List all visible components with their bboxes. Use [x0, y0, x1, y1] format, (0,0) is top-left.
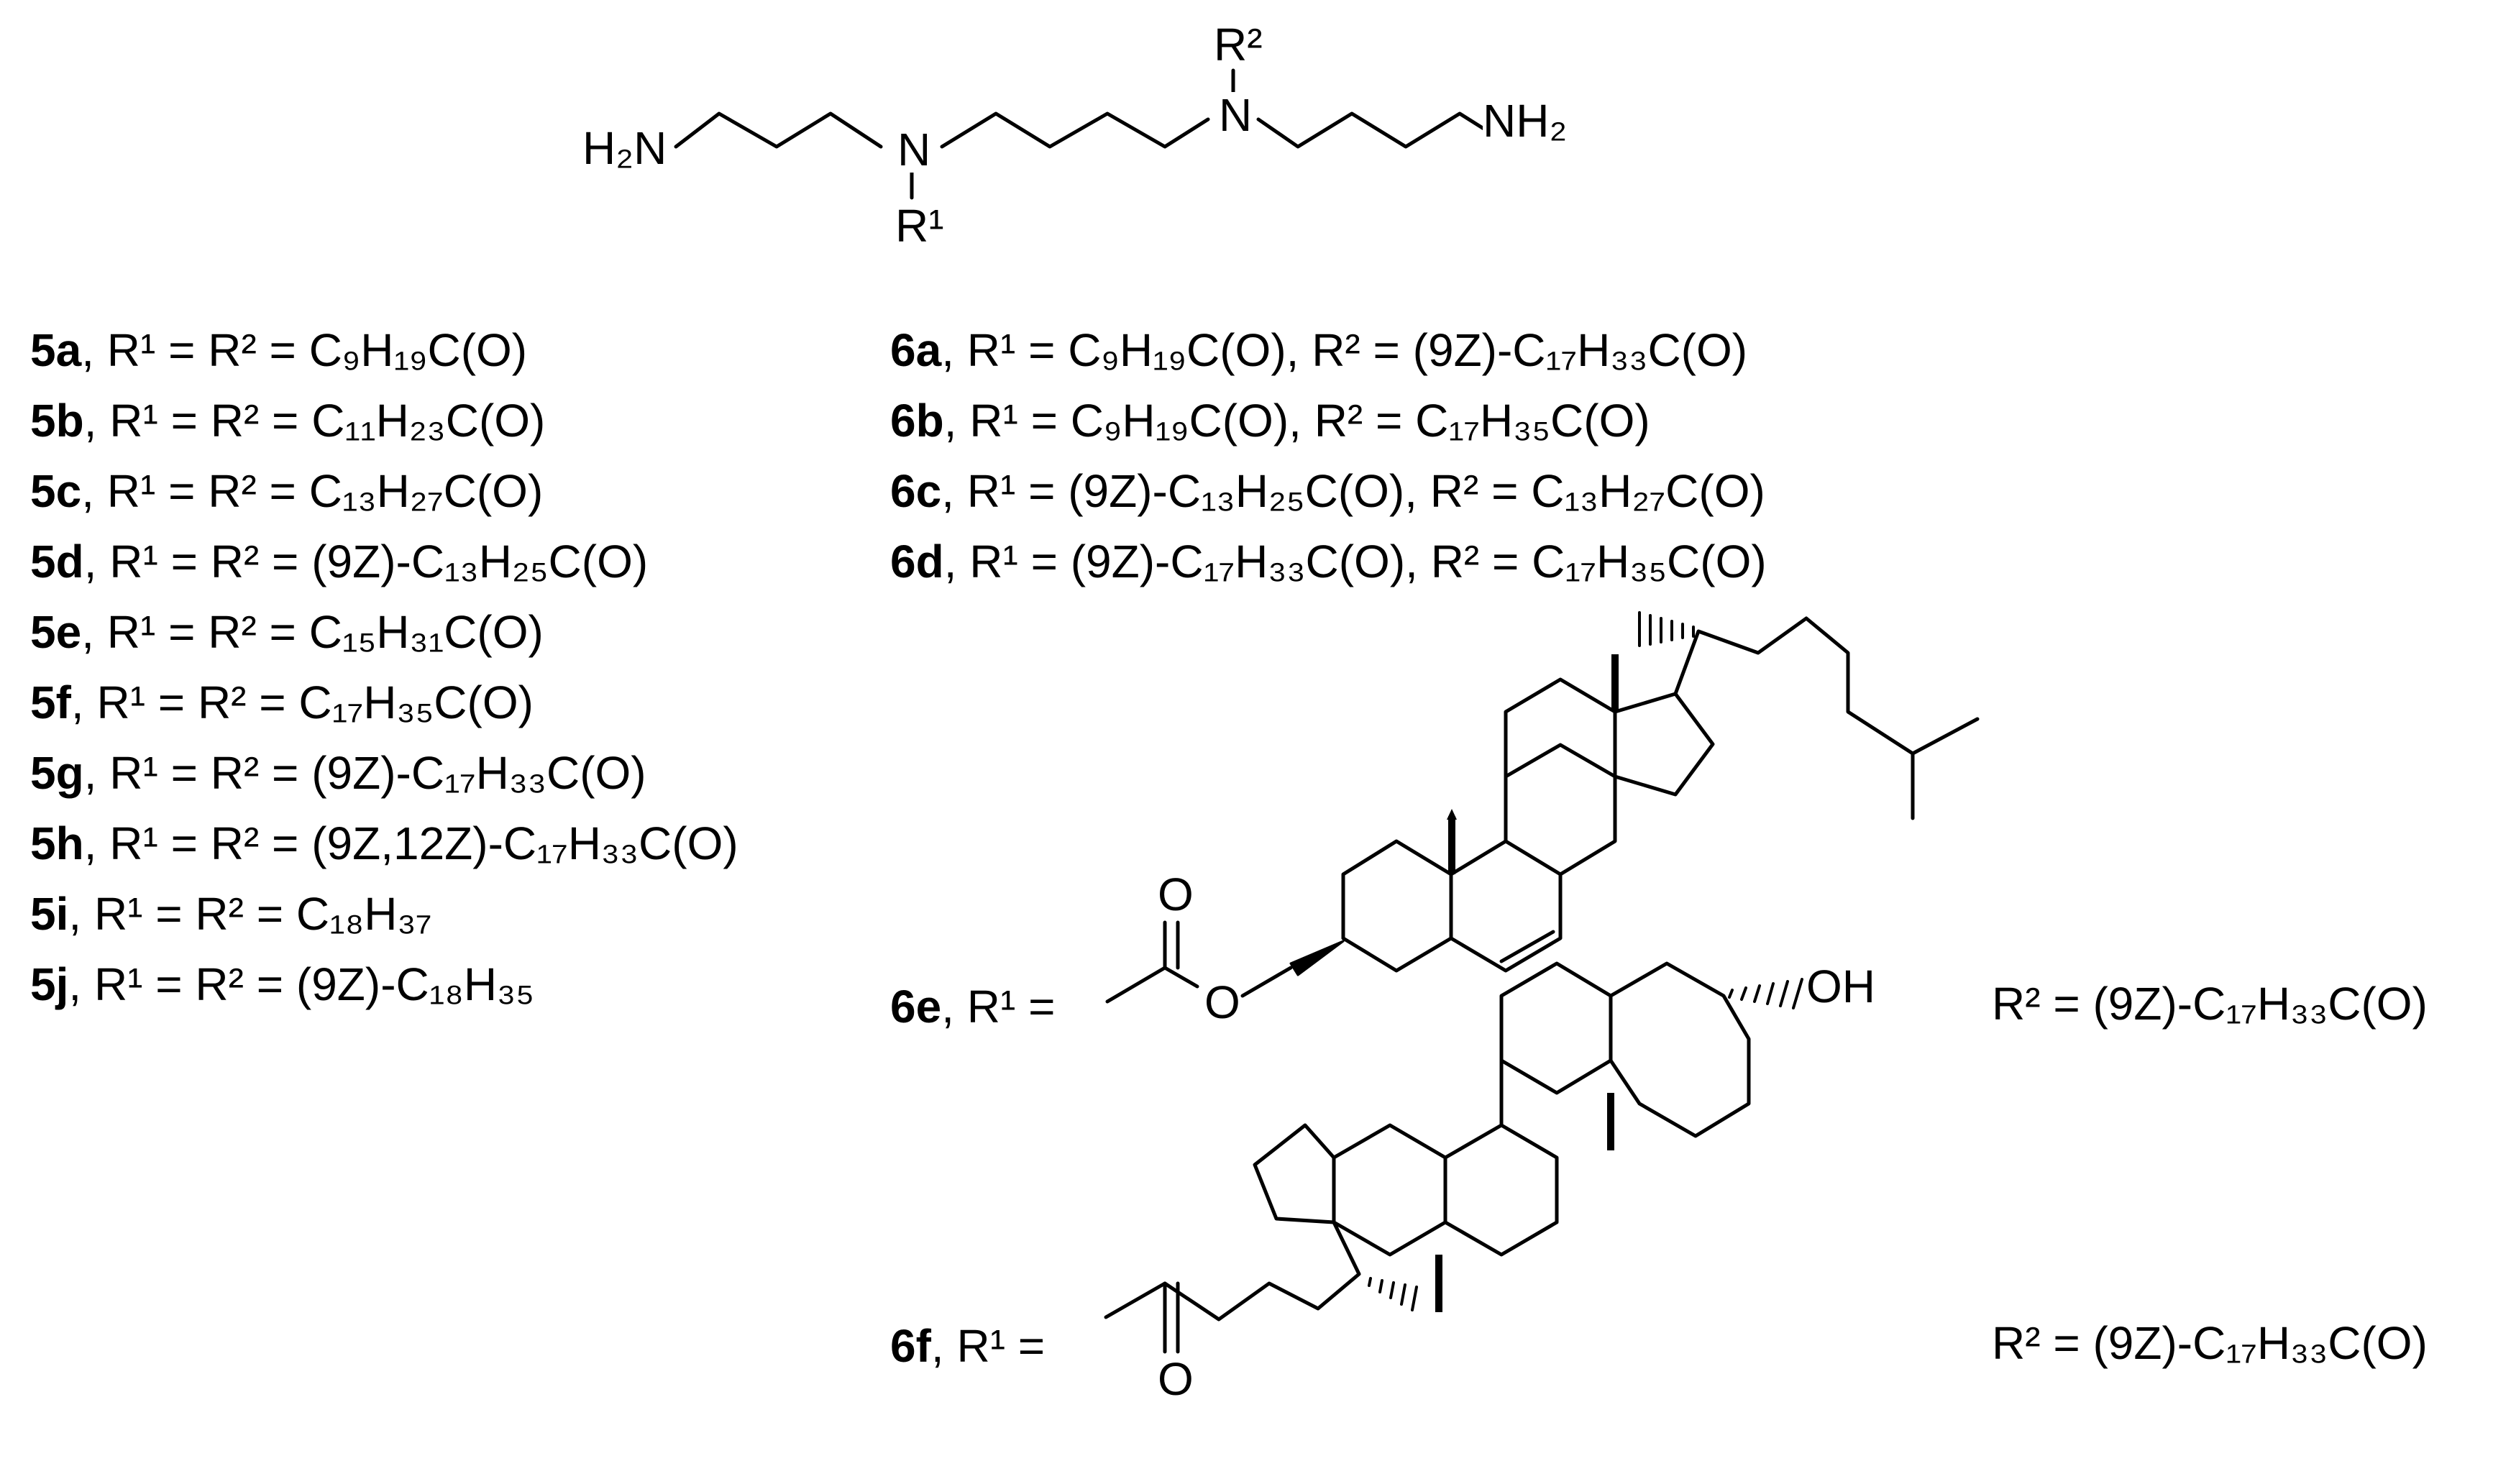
nh2-right-label: NH₂ [1483, 95, 1568, 147]
compound-substituents: R¹ = R² = C₁₅H₃₁C(O) [106, 606, 544, 658]
compound-6f-id: 6f [890, 1320, 931, 1372]
compound-substituents: R¹ = R² = (9Z,12Z)-C₁₇H₃₃C(O) [109, 817, 738, 869]
compound-row-5f: 5f, R¹ = R² = C₁₇H₃₅C(O) [30, 677, 534, 728]
compound-substituents: R¹ = R² = (9Z)-C₁₇H₃₃C(O) [109, 747, 646, 799]
compound-substituents: R¹ = (9Z)-C₁₇H₃₃C(O), R² = C₁₇H₃₅C(O) [969, 536, 1767, 587]
6e-carbonyl-o: O [1158, 869, 1194, 920]
compound-6f-r1: R¹ = [956, 1320, 1046, 1372]
nh2-left-label: H₂N [582, 122, 667, 174]
compound-id: 5h [30, 817, 84, 869]
compound-substituents: R¹ = R² = C₉H₁₉C(O) [106, 324, 528, 376]
compound-id: 6c [890, 465, 942, 517]
compound-id: 5e [30, 606, 82, 658]
6e-ester-o: O [1204, 976, 1240, 1028]
compound-substituents: R¹ = R² = C₁₈H₃₇ [93, 888, 432, 940]
compound-id: 5a [30, 324, 82, 376]
compound-row-6d: 6d, R¹ = (9Z)-C₁₇H₃₃C(O), R² = C₁₇H₃₅C(O… [890, 536, 1767, 587]
compound-substituents: R¹ = R² = C₁₃H₂₇C(O) [106, 465, 544, 517]
compound-6e-label: 6e, R¹ = [890, 981, 1056, 1032]
compound-row-6b: 6b, R¹ = C₉H₁₉C(O), R² = C₁₇H₃₅C(O) [890, 395, 1650, 446]
compound-substituents: R¹ = (9Z)-C₁₃H₂₅C(O), R² = C₁₃H₂₇C(O) [966, 465, 1765, 517]
compound-row-5i: 5i, R¹ = R² = C₁₈H₃₇ [30, 888, 432, 940]
cholesteryl-fragment-bonds [1105, 611, 1980, 1004]
n-left-label: N [897, 124, 931, 175]
r1-label: R¹ [895, 200, 944, 252]
compound-6e-r2: R² = (9Z)-C₁₇H₃₃C(O) [1992, 978, 2428, 1030]
compound-row-5h: 5h, R¹ = R² = (9Z,12Z)-C₁₇H₃₃C(O) [30, 817, 738, 869]
compound-row-5a: 5a, R¹ = R² = C₉H₁₉C(O) [30, 324, 528, 376]
compound-substituents: R¹ = R² = C₁₇H₃₅C(O) [96, 677, 534, 728]
6f-ketone-o: O [1158, 1353, 1194, 1405]
compound-id: 5j [30, 958, 69, 1010]
lithocholic-fragment-bonds [1104, 961, 1803, 1354]
compound-id: 5b [30, 395, 84, 446]
compound-row-6a: 6a, R¹ = C₉H₁₉C(O), R² = (9Z)-C₁₇H₃₃C(O) [890, 324, 1748, 376]
compound-substituents: R¹ = C₉H₁₉C(O), R² = C₁₇H₃₅C(O) [969, 395, 1650, 446]
compound-id: 5g [30, 747, 84, 799]
compound-id: 5f [30, 677, 71, 728]
compound-row-5j: 5j, R¹ = R² = (9Z)-C₁₈H₃₅ [30, 958, 534, 1010]
compound-id: 6d [890, 536, 944, 587]
compound-row-6c: 6c, R¹ = (9Z)-C₁₃H₂₅C(O), R² = C₁₃H₂₇C(O… [890, 465, 1765, 517]
6f-oh-label: OH [1806, 961, 1875, 1012]
compound-substituents: R¹ = R² = (9Z)-C₁₃H₂₅C(O) [109, 536, 649, 587]
compound-substituents: R¹ = R² = C₁₁H₂₃C(O) [109, 395, 546, 446]
compound-row-5d: 5d, R¹ = R² = (9Z)-C₁₃H₂₅C(O) [30, 536, 649, 587]
compound-id: 5d [30, 536, 84, 587]
compound-substituents: R¹ = R² = (9Z)-C₁₈H₃₅ [93, 958, 534, 1010]
compound-6f-label: 6f, R¹ = [890, 1320, 1046, 1372]
r2-label: R² [1214, 19, 1263, 70]
compound-row-5b: 5b, R¹ = R² = C₁₁H₂₃C(O) [30, 395, 546, 446]
compound-6e-id: 6e [890, 981, 942, 1032]
compound-6f-r2: R² = (9Z)-C₁₇H₃₃C(O) [1992, 1317, 2428, 1369]
compound-row-5e: 5e, R¹ = R² = C₁₅H₃₁C(O) [30, 606, 544, 658]
compound-id: 6a [890, 324, 942, 376]
compound-6e-r1: R¹ = [966, 981, 1056, 1032]
compound-row-5c: 5c, R¹ = R² = C₁₃H₂₇C(O) [30, 465, 544, 517]
polyamine-core-bonds [674, 68, 1487, 200]
compound-substituents: R¹ = C₉H₁₉C(O), R² = (9Z)-C₁₇H₃₃C(O) [966, 324, 1748, 376]
compound-id: 5c [30, 465, 82, 517]
compound-id: 6b [890, 395, 944, 446]
compound-id: 5i [30, 888, 69, 940]
compound-row-5g: 5g, R¹ = R² = (9Z)-C₁₇H₃₃C(O) [30, 747, 646, 799]
n-right-label: N [1219, 89, 1253, 141]
